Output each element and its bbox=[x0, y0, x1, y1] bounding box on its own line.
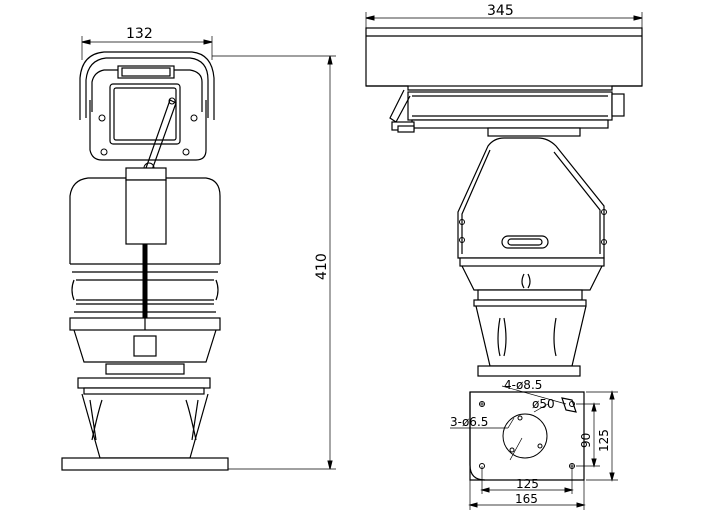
holes-4-label: 4-ø8.5 bbox=[504, 378, 542, 392]
side-base bbox=[473, 299, 587, 377]
front-neck bbox=[125, 167, 167, 325]
base-plate-view bbox=[450, 385, 585, 481]
height-label: 410 bbox=[314, 253, 330, 280]
front-camera-housing bbox=[79, 51, 215, 174]
base-v-inner-label: 90 bbox=[579, 433, 593, 448]
side-view: 345 bbox=[365, 3, 643, 510]
side-camera-housing bbox=[365, 27, 643, 137]
side-width-label: 345 bbox=[487, 3, 514, 19]
base-plate-dimensions: 4-ø8.5 ø50 3-ø6.5 90 125 125 165 bbox=[450, 378, 618, 510]
front-view: 132 bbox=[61, 26, 336, 471]
base-v-outer-label: 125 bbox=[597, 429, 611, 452]
base-h-inner-label: 125 bbox=[516, 477, 539, 491]
front-base bbox=[61, 377, 229, 471]
front-width-dimension: 132 bbox=[81, 26, 213, 60]
front-pan-tilt-body bbox=[69, 177, 221, 375]
side-pan-tilt-head bbox=[457, 137, 607, 301]
base-h-outer-label: 165 bbox=[515, 492, 538, 506]
center-hole-label: ø50 bbox=[532, 397, 555, 411]
holes-3-label: 3-ø6.5 bbox=[450, 415, 488, 429]
front-width-label: 132 bbox=[126, 26, 153, 42]
side-width-dimension: 345 bbox=[365, 3, 643, 30]
height-dimension: 410 bbox=[212, 55, 336, 470]
